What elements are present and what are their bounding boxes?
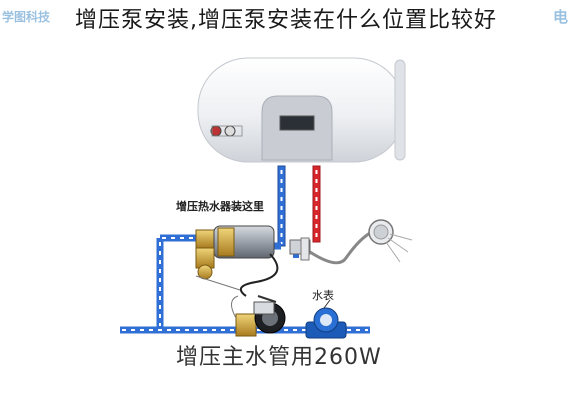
shower-head [368,219,413,263]
watermark-right: 电 [552,8,568,26]
water-meter-label: 水表 [312,289,334,302]
watermark-left: 学图科技 [2,10,51,24]
water-meter [305,299,347,339]
heater-inlet-pipe [277,165,286,247]
page-title: 增压泵安装,增压泵安装在什么位置比较好 [75,8,497,33]
booster-pump-main [231,295,286,337]
booster-pump-heater [195,225,279,297]
heater-pump-mount-label: 增压热水器装这里 [176,200,264,213]
water-heater [197,57,406,163]
heater-outlet-hot-pipe [312,165,321,243]
main-pipe-label: 增压主水管用260W [176,345,382,370]
